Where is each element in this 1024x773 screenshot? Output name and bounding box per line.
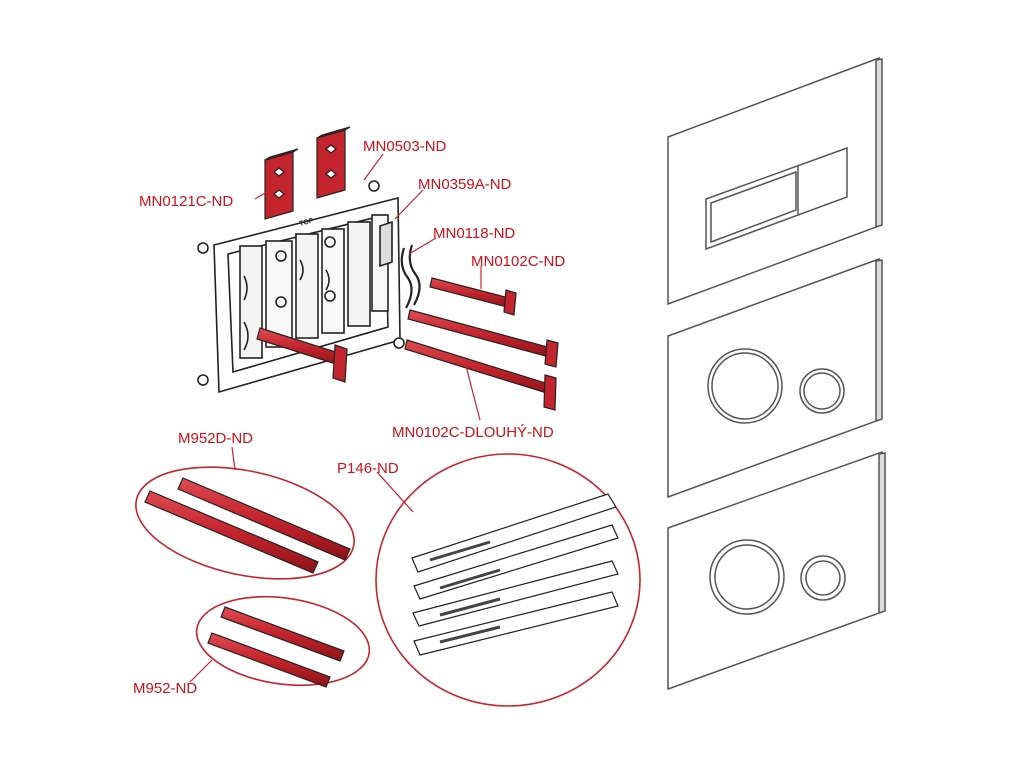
mounting-frame xyxy=(197,180,421,394)
label-p146: P146-ND xyxy=(337,460,399,477)
rod-on-frame xyxy=(256,327,348,383)
label-mn0503: MN0503-ND xyxy=(363,138,447,155)
label-mn0121c: MN0121C-ND xyxy=(139,193,234,210)
flush-plate-round xyxy=(667,257,883,499)
clip-mn0121c xyxy=(264,148,299,220)
label-mn0118: MN0118-ND xyxy=(433,225,516,242)
pins-m952 xyxy=(207,606,345,688)
rod-mn0102c xyxy=(429,277,517,316)
flush-plate-rectangular xyxy=(667,56,883,306)
group-outline-m952 xyxy=(195,595,371,687)
rod-mn0102c-long xyxy=(404,339,557,411)
tags-p146 xyxy=(411,493,619,656)
frame-marking: TOP xyxy=(299,217,315,228)
label-m952d: M952D-ND xyxy=(178,430,254,447)
group-outline-p146 xyxy=(375,453,641,707)
group-outline-m952d xyxy=(135,466,355,580)
clip-mn0503 xyxy=(316,126,351,199)
label-mn0359a: MN0359A-ND xyxy=(418,176,512,193)
label-mn0102c: MN0102C-ND xyxy=(471,253,566,270)
label-mn0102c-long: MN0102C-DLOUHÝ-ND xyxy=(392,424,554,441)
leader-lines xyxy=(189,153,482,683)
rod-mn0102c-upper xyxy=(407,309,559,368)
flush-plate-round-rimmed xyxy=(667,450,886,691)
pins-m952d xyxy=(144,477,351,574)
label-m952: M952-ND xyxy=(133,680,198,697)
